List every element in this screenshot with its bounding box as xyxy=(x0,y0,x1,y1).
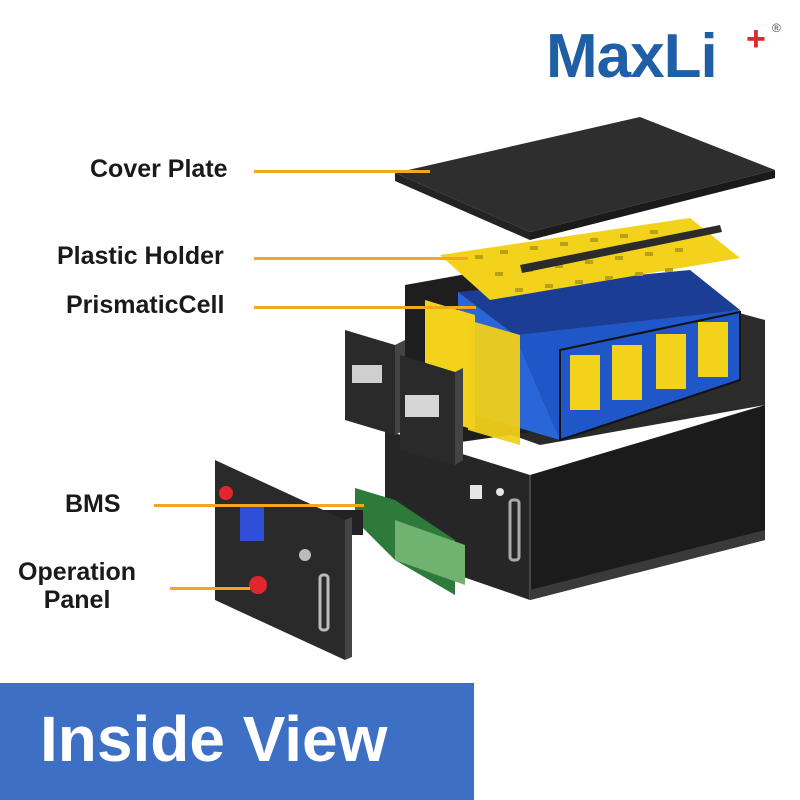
registered-mark: ® xyxy=(772,21,781,35)
front-brackets xyxy=(345,330,463,465)
leader-plastic-holder xyxy=(254,257,468,260)
inside-view-banner xyxy=(0,683,474,800)
battery-exploded-view xyxy=(215,117,775,660)
banner-title: Inside View xyxy=(40,703,388,775)
operation-panel xyxy=(215,460,352,660)
plastic-holder xyxy=(440,218,740,300)
brand-name: MaxLi xyxy=(546,22,718,91)
casing-front-trim xyxy=(530,530,765,600)
leader-prismatic-cell xyxy=(254,306,476,309)
cover-plate xyxy=(395,117,775,240)
busbar xyxy=(520,225,722,273)
leader-operation-panel xyxy=(170,587,250,590)
label-operation-panel: Operation Panel xyxy=(18,558,137,614)
casing-handle xyxy=(508,498,521,562)
brand-plus-mark: + xyxy=(746,20,766,58)
label-cover-plate: Cover Plate xyxy=(90,155,228,183)
leader-cover-plate xyxy=(254,170,430,173)
brand-logo: MaxLi + ® xyxy=(546,22,786,92)
label-plastic-holder: Plastic Holder xyxy=(57,242,224,270)
leader-bms xyxy=(154,504,364,507)
label-bms: BMS xyxy=(65,490,121,518)
label-prismatic-cell: PrismaticCell xyxy=(66,291,225,319)
insulation-sheet-2 xyxy=(468,320,520,445)
